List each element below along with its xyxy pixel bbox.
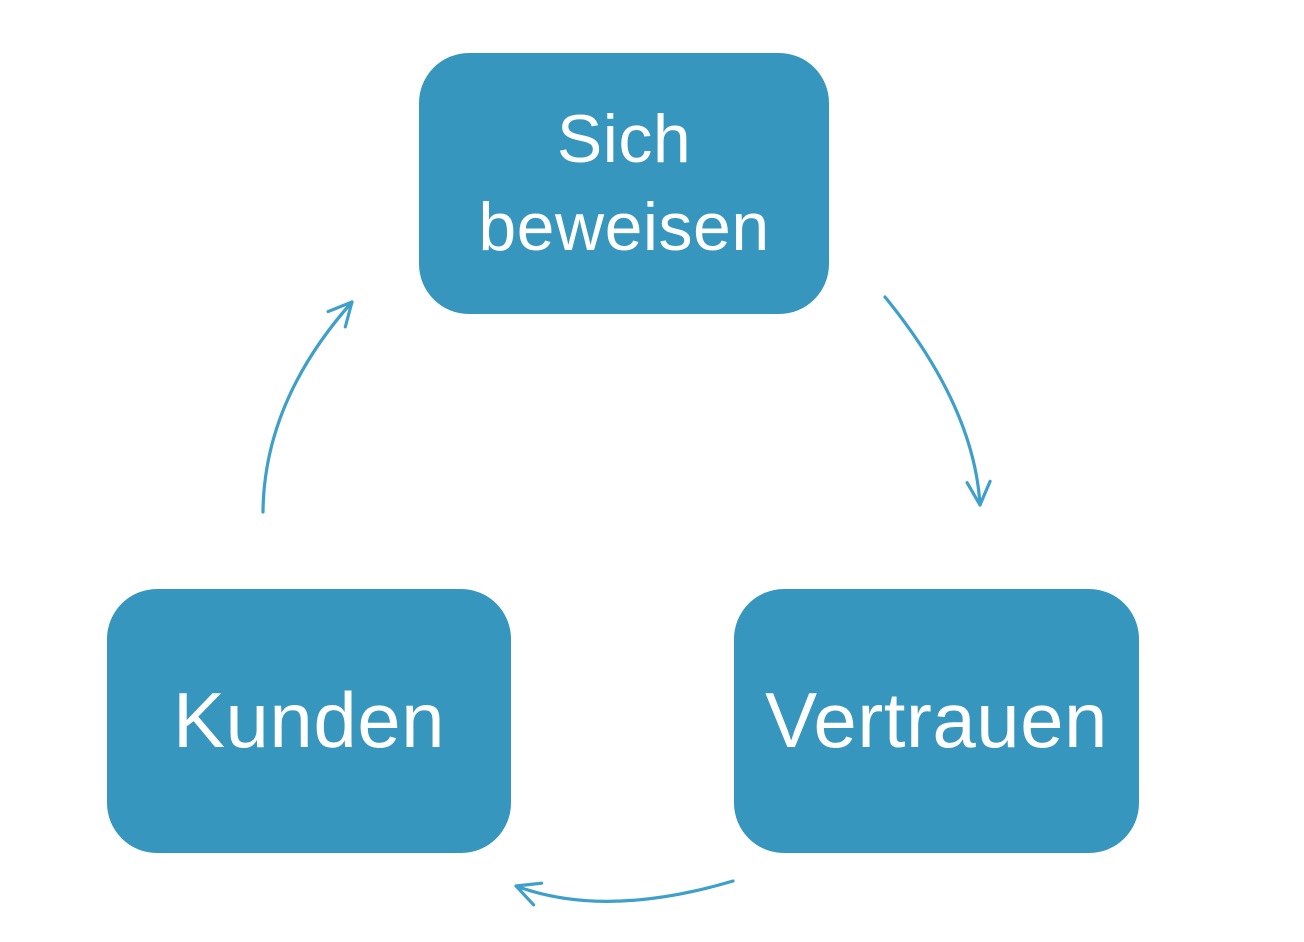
- node-vertrauen: Vertrauen: [734, 589, 1139, 853]
- node-vertrauen-label: Vertrauen: [765, 676, 1108, 765]
- node-kunden-label: Kunden: [173, 676, 445, 765]
- node-sich-beweisen-label: Sich beweisen: [478, 101, 770, 265]
- arrow-sich-beweisen-to-vertrauen: [883, 295, 992, 507]
- arrow-kunden-to-sich-beweisen: [261, 300, 354, 514]
- node-kunden: Kunden: [107, 589, 511, 853]
- node-sich-beweisen: Sich beweisen: [419, 53, 829, 314]
- arrow-vertrauen-to-kunden: [514, 879, 735, 907]
